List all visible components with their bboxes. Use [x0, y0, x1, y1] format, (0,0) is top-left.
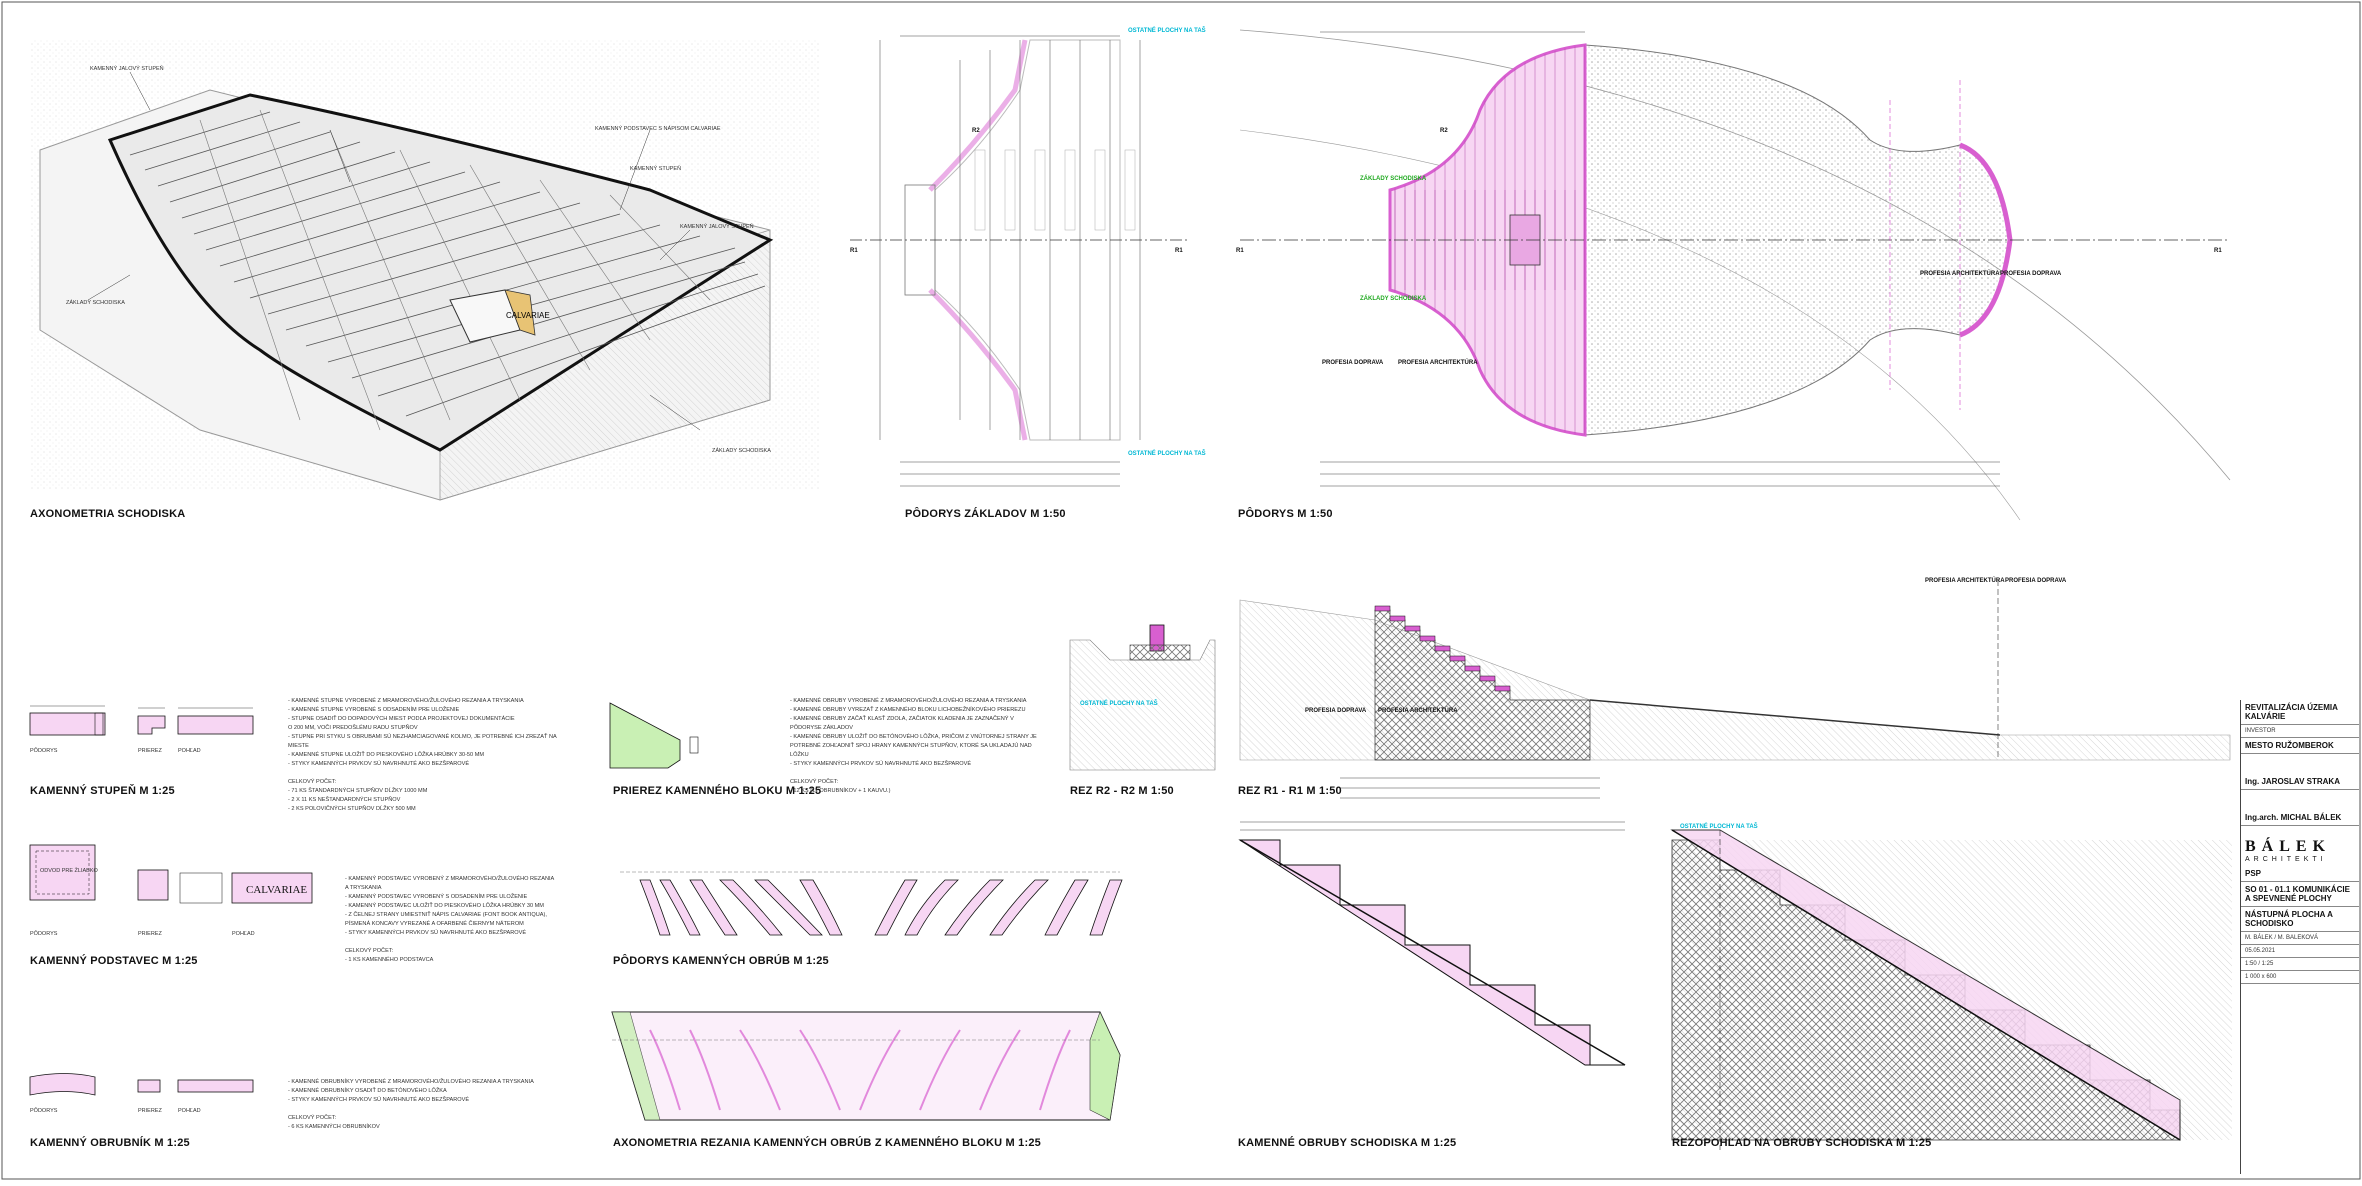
foundation-cyan-tag-2: OSTATNÉ PLOCHY NA TAŠ	[1128, 449, 1206, 457]
pedestal-view-section: PRIEREZ	[138, 931, 162, 937]
notes-curb: - KAMENNÉ OBRUBNÍKY VYROBENÉ Z MRAMOROVÉ…	[288, 1079, 534, 1130]
notes-pedestal: - KAMENNÝ PODSTAVEC VYROBENÝ Z MRAMOROVÉ…	[345, 876, 555, 963]
curb-view-view: POHĽAD	[178, 1108, 201, 1114]
axo-label-foundations-1: ZÁKLADY SCHODISKA	[66, 299, 125, 306]
title-foundation-plan: PÔDORYS ZÁKLADOV M 1:50	[905, 508, 1066, 520]
curb-axo-drawing	[611, 1011, 1121, 1121]
curb-view-section: PRIEREZ	[138, 1108, 162, 1114]
tb-drawing: NÁSTUPNÁ PLOCHA A SCHODISKO	[2241, 907, 2359, 932]
axo-label-foundations-2: ZÁKLADY SCHODISKA	[712, 447, 771, 454]
title-curb-axo: AXONOMETRIA REZANIA KAMENNÝCH OBRÚB Z KA…	[613, 1137, 1041, 1149]
title-plan: PÔDORYS M 1:50	[1238, 508, 1333, 520]
axonometry-drawing: CALVARIAE KAMENNÝ JALOVÝ STUPEŇ KAMENNÝ …	[30, 40, 820, 501]
tb-investor-label: INVESTOR	[2241, 725, 2359, 738]
title-curb: KAMENNÝ OBRUBNÍK M 1:25	[30, 1137, 190, 1149]
pedestal-text: ODVOD PRE ŽLIABKO	[40, 866, 98, 874]
foundation-r2: R2	[972, 128, 980, 134]
plan-transport-label-2: PROFESIA DOPRAVA	[2000, 271, 2062, 277]
plan-r1-left: R1	[1236, 248, 1244, 254]
main-plan-drawing: R1 R1 R2 PROFESIA DOPRAVA PROFESIA ARCHI…	[1236, 29, 2231, 521]
title-axonometry: AXONOMETRIA SCHODISKA	[30, 508, 186, 520]
title-stair-curbs-view: REZOPOHĽAD NA OBRUBY SCHODISKA M 1:25	[1672, 1137, 1932, 1149]
tb-scale: 1:50 / 1:25	[2241, 958, 2359, 971]
section-r2-cyan-tag: OSTATNÉ PLOCHY NA TAŠ	[1080, 699, 1158, 707]
pedestal-calvariae: CALVARIAE	[246, 884, 307, 896]
plan-r2: R2	[1440, 128, 1448, 134]
foundation-plan-drawing: R1 R1 R2 OSTATNÉ PLOCHY NA TAŠ OSTATNÉ P…	[850, 26, 1206, 487]
plan-green-tag-2: ZÁKLADY SCHODISKA	[1360, 175, 1427, 182]
title-block-section: PRIEREZ KAMENNÉHO BLOKU M 1:25	[613, 785, 822, 797]
plan-r1-right: R1	[2214, 248, 2222, 254]
title-block: REVITALIZÁCIA ÚZEMIA KALVÁRIE INVESTOR M…	[2240, 700, 2359, 1174]
plan-green-tag: ZÁKLADY SCHODISKA	[1360, 295, 1427, 302]
foundation-r1-right: R1	[1175, 248, 1183, 254]
curb-plan-drawing	[620, 871, 1123, 936]
axo-label-blind-step: KAMENNÝ JALOVÝ STUPEŇ	[90, 65, 164, 72]
step-view-plan: PÔDORYS	[30, 747, 58, 754]
view-cyan-tag: OSTATNÉ PLOCHY NA TAŠ	[1680, 822, 1758, 830]
title-pedestal: KAMENNÝ PODSTAVEC M 1:25	[30, 955, 198, 967]
section-r1-architecture: PROFESIA ARCHITEKTÚRA	[1925, 577, 2005, 584]
curb-view-plan: PÔDORYS	[30, 1107, 58, 1114]
step-detail-drawing: PÔDORYS PRIEREZ POHĽAD	[29, 705, 254, 754]
notes-step: - KAMENNÉ STUPNE VYROBENÉ Z MRAMOROVÉHO/…	[288, 698, 557, 812]
tb-project: REVITALIZÁCIA ÚZEMIA KALVÁRIE	[2241, 700, 2359, 725]
notes-block: - KAMENNÉ OBRUBY VYROBENÉ Z MRAMOROVÉHO/…	[790, 698, 1037, 794]
pedestal-view-plan: PÔDORYS	[30, 930, 58, 937]
section-r1-transport: PROFESIA DOPRAVA	[2005, 578, 2067, 584]
title-curb-plan: PÔDORYS KAMENNÝCH OBRÚB M 1:25	[613, 955, 829, 967]
plan-architecture-label: PROFESIA ARCHITEKTÚRA	[1398, 359, 1478, 366]
block-section-drawing	[609, 702, 699, 769]
foundation-cyan-tag: OSTATNÉ PLOCHY NA TAŠ	[1128, 26, 1206, 34]
tb-logo: BÁLEK ARCHITEKTI	[2241, 826, 2359, 866]
step-view-section: PRIEREZ	[138, 748, 162, 754]
axo-label-pedestal: KAMENNÝ PODSTAVEC S NÁPISOM CALVARIAE	[595, 125, 721, 132]
step-view-view: POHĽAD	[178, 748, 201, 754]
tb-authors: M. BÁLEK / M. BALEKOVÁ	[2241, 932, 2359, 945]
foundation-r1-left: R1	[850, 248, 858, 254]
tb-stage: PSP	[2241, 866, 2359, 882]
axo-label-blind-step-2: KAMENNÝ JALOVÝ STUPEŇ	[680, 223, 754, 230]
pedestal-detail-drawing: ODVOD PRE ŽLIABKO CALVARIAE PÔDORYS PRIE…	[29, 844, 313, 937]
stair-curbs-drawing	[1238, 821, 1626, 1066]
axo-label-step: KAMENNÝ STUPEŇ	[630, 165, 681, 172]
stair-curbs-view-drawing: OSTATNÉ PLOCHY NA TAŠ	[1670, 822, 2232, 1150]
curb-detail-drawing: PÔDORYS PRIEREZ POHĽAD	[29, 1073, 254, 1114]
tb-investor: MESTO RUŽOMBEROK	[2241, 738, 2359, 754]
tb-object: SO 01 - 01.1 KOMUNIKÁCIE A SPEVNENÉ PLOC…	[2241, 882, 2359, 907]
section-r2-drawing: OSTATNÉ PLOCHY NA TAŠ	[1069, 624, 1216, 771]
title-stair-curbs: KAMENNÉ OBRUBY SCHODISKA M 1:25	[1238, 1137, 1457, 1149]
title-section-r1: REZ R1 - R1 M 1:50	[1238, 785, 1342, 797]
axo-calvariae-text: CALVARIAE	[506, 311, 550, 320]
section-r1-drawing: PROFESIA ARCHITEKTÚRA PROFESIA DOPRAVA P…	[1239, 577, 2231, 799]
pedestal-view-view: POHĽAD	[232, 931, 255, 937]
plan-transport-label: PROFESIA DOPRAVA	[1322, 360, 1384, 366]
tb-format: 1 000 x 600	[2241, 971, 2359, 984]
tb-responsible: Ing. JAROSLAV STRAKA	[2241, 774, 2359, 790]
tb-architect: Ing.arch. MICHAL BÁLEK	[2241, 810, 2359, 826]
tb-date: 05.05.2021	[2241, 945, 2359, 958]
section-r1-architecture-2: PROFESIA ARCHITEKTÚRA	[1378, 707, 1458, 714]
title-section-r2: REZ R2 - R2 M 1:50	[1070, 785, 1174, 797]
tb-firm: BÁLEK	[2245, 838, 2332, 855]
tb-firm-sub: ARCHITEKTI	[2245, 856, 2327, 863]
title-step: KAMENNÝ STUPEŇ M 1:25	[30, 785, 175, 797]
section-r1-transport-2: PROFESIA DOPRAVA	[1305, 708, 1367, 714]
